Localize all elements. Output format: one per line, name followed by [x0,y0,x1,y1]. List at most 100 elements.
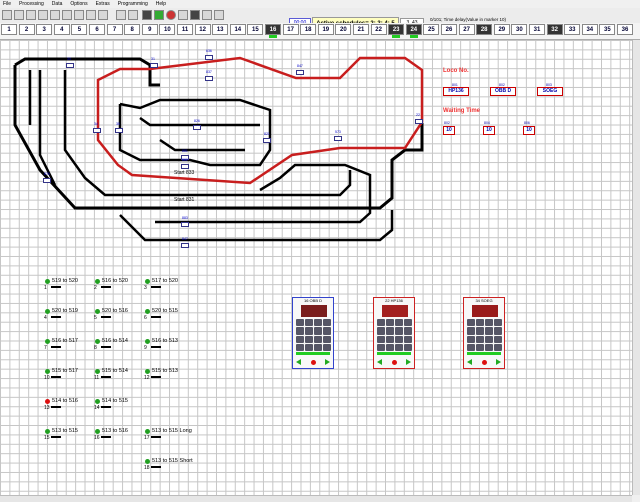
tab-page-14[interactable]: 14 [230,24,246,35]
function-button[interactable] [467,327,475,334]
tab-page-33[interactable]: 33 [564,24,580,35]
function-button[interactable] [296,344,304,351]
tab-page-16[interactable]: 16 [265,24,281,35]
track-block[interactable] [193,125,201,130]
tab-page-15[interactable]: 15 [247,24,263,35]
train-icon[interactable] [128,10,138,20]
tab-page-21[interactable]: 21 [353,24,369,35]
function-button[interactable] [467,336,475,343]
reverse-arrow-icon[interactable] [296,359,301,365]
go-icon[interactable] [154,10,164,20]
function-button[interactable] [386,319,394,326]
function-button[interactable] [314,327,322,334]
function-button[interactable] [305,336,313,343]
tab-page-4[interactable]: 4 [54,24,70,35]
menu-item-processing[interactable]: Processing [19,1,44,7]
track-block[interactable] [181,164,189,169]
clock-icon[interactable] [202,10,212,20]
tab-page-22[interactable]: 22 [371,24,387,35]
function-button[interactable] [485,327,493,334]
function-button[interactable] [494,327,502,334]
tab-page-13[interactable]: 13 [212,24,228,35]
copy-icon[interactable] [98,10,108,20]
function-button[interactable] [494,344,502,351]
loco-number-field[interactable]: HP136 [443,87,469,96]
settings-icon[interactable] [178,10,188,20]
function-button[interactable] [323,319,331,326]
function-button[interactable] [296,336,304,343]
tab-page-3[interactable]: 3 [36,24,52,35]
function-button[interactable] [404,336,412,343]
forward-arrow-icon[interactable] [406,359,411,365]
waiting-time-field[interactable]: 10 [483,126,495,135]
route-item[interactable]: 515 to 51312 [145,368,178,374]
waiting-time-field[interactable]: 10 [523,126,535,135]
edit-icon[interactable] [50,10,60,20]
track-block[interactable] [263,138,271,143]
function-button[interactable] [485,344,493,351]
track-block[interactable] [181,222,189,227]
menu-item-programming[interactable]: Programming [118,1,148,7]
menu-item-data[interactable]: Data [52,1,63,7]
route-item[interactable]: 513 to 515 Short18 [145,458,193,464]
reverse-arrow-icon[interactable] [467,359,472,365]
tab-page-26[interactable]: 26 [441,24,457,35]
track-block[interactable] [205,76,213,81]
tab-page-28[interactable]: 28 [476,24,492,35]
function-button[interactable] [296,327,304,334]
function-button[interactable] [476,336,484,343]
function-button[interactable] [377,319,385,326]
reverse-arrow-icon[interactable] [377,359,382,365]
function-button[interactable] [386,327,394,334]
waiting-time-field[interactable]: 10 [443,126,455,135]
loco-number-field[interactable]: OBB D [490,87,516,96]
route-item[interactable]: 514 to 51613 [45,398,78,404]
stop-button-icon[interactable] [482,360,487,365]
print-icon[interactable] [38,10,48,20]
tab-page-9[interactable]: 9 [142,24,158,35]
route-item[interactable]: 515 to 51411 [95,368,128,374]
tab-page-31[interactable]: 31 [529,24,545,35]
tab-page-12[interactable]: 12 [195,24,211,35]
function-button[interactable] [296,319,304,326]
function-button[interactable] [377,336,385,343]
track-block[interactable] [93,128,101,133]
menu-item-file[interactable]: File [3,1,11,7]
tab-page-34[interactable]: 34 [582,24,598,35]
tab-page-23[interactable]: 23 [388,24,404,35]
forward-arrow-icon[interactable] [325,359,330,365]
save-icon[interactable] [26,10,36,20]
function-button[interactable] [467,344,475,351]
stop-button-icon[interactable] [392,360,397,365]
throttle-panel[interactable]: 16 OBB D [292,297,334,369]
function-button[interactable] [476,344,484,351]
open-icon[interactable] [14,10,24,20]
route-item[interactable]: 516 to 5202 [95,278,128,284]
tab-page-27[interactable]: 27 [459,24,475,35]
layout-icon[interactable] [190,10,200,20]
vertical-scrollbar[interactable] [632,40,640,495]
route-item[interactable]: 514 to 51514 [95,398,128,404]
function-button[interactable] [494,336,502,343]
throttle-panel[interactable]: 22 HP136 [373,297,415,369]
throttle-panel[interactable]: 34 SOEG [463,297,505,369]
tab-page-30[interactable]: 30 [511,24,527,35]
track-block[interactable] [205,55,213,60]
tab-page-2[interactable]: 2 [19,24,35,35]
track-block[interactable] [334,136,342,141]
function-button[interactable] [395,327,403,334]
tab-page-6[interactable]: 6 [89,24,105,35]
speed-bar[interactable] [296,352,330,355]
function-button[interactable] [377,344,385,351]
tab-page-18[interactable]: 18 [300,24,316,35]
grid-icon[interactable] [74,10,84,20]
function-button[interactable] [314,319,322,326]
speed-bar[interactable] [467,352,501,355]
function-button[interactable] [305,327,313,334]
track-block[interactable] [296,70,304,75]
menu-item-options[interactable]: Options [70,1,87,7]
forward-arrow-icon[interactable] [496,359,501,365]
track-block[interactable] [115,128,123,133]
cut-icon[interactable] [86,10,96,20]
function-button[interactable] [485,319,493,326]
